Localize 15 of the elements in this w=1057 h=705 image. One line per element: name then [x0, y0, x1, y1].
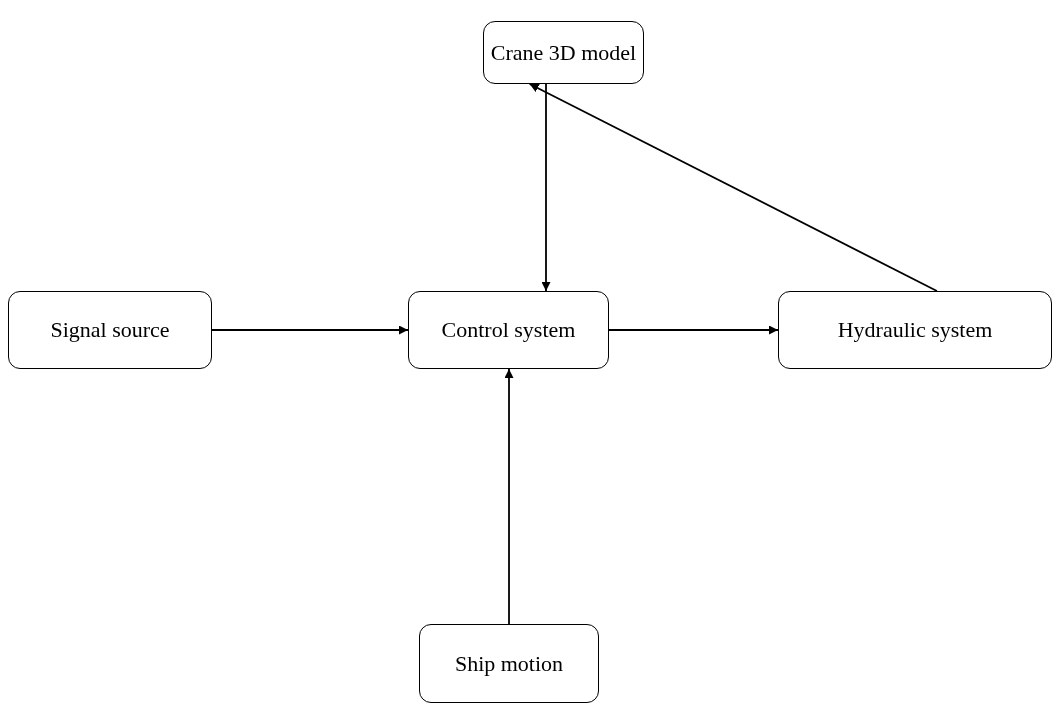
- node-label: Crane 3D model: [490, 39, 637, 66]
- arrow: [211, 325, 409, 335]
- node-label: Signal source: [50, 317, 170, 343]
- node-label: Hydraulic system: [837, 317, 993, 343]
- node-label: Ship motion: [454, 650, 564, 677]
- process-box: [8, 291, 212, 369]
- arrow: [504, 368, 514, 625]
- process-box: [408, 291, 609, 369]
- arrow: [528, 83, 938, 292]
- node-label: Control system: [441, 317, 576, 343]
- arrow: [608, 325, 779, 335]
- process-box: [483, 21, 644, 84]
- arrow: [541, 83, 551, 292]
- process-box: [778, 291, 1052, 369]
- process-box: [419, 624, 599, 703]
